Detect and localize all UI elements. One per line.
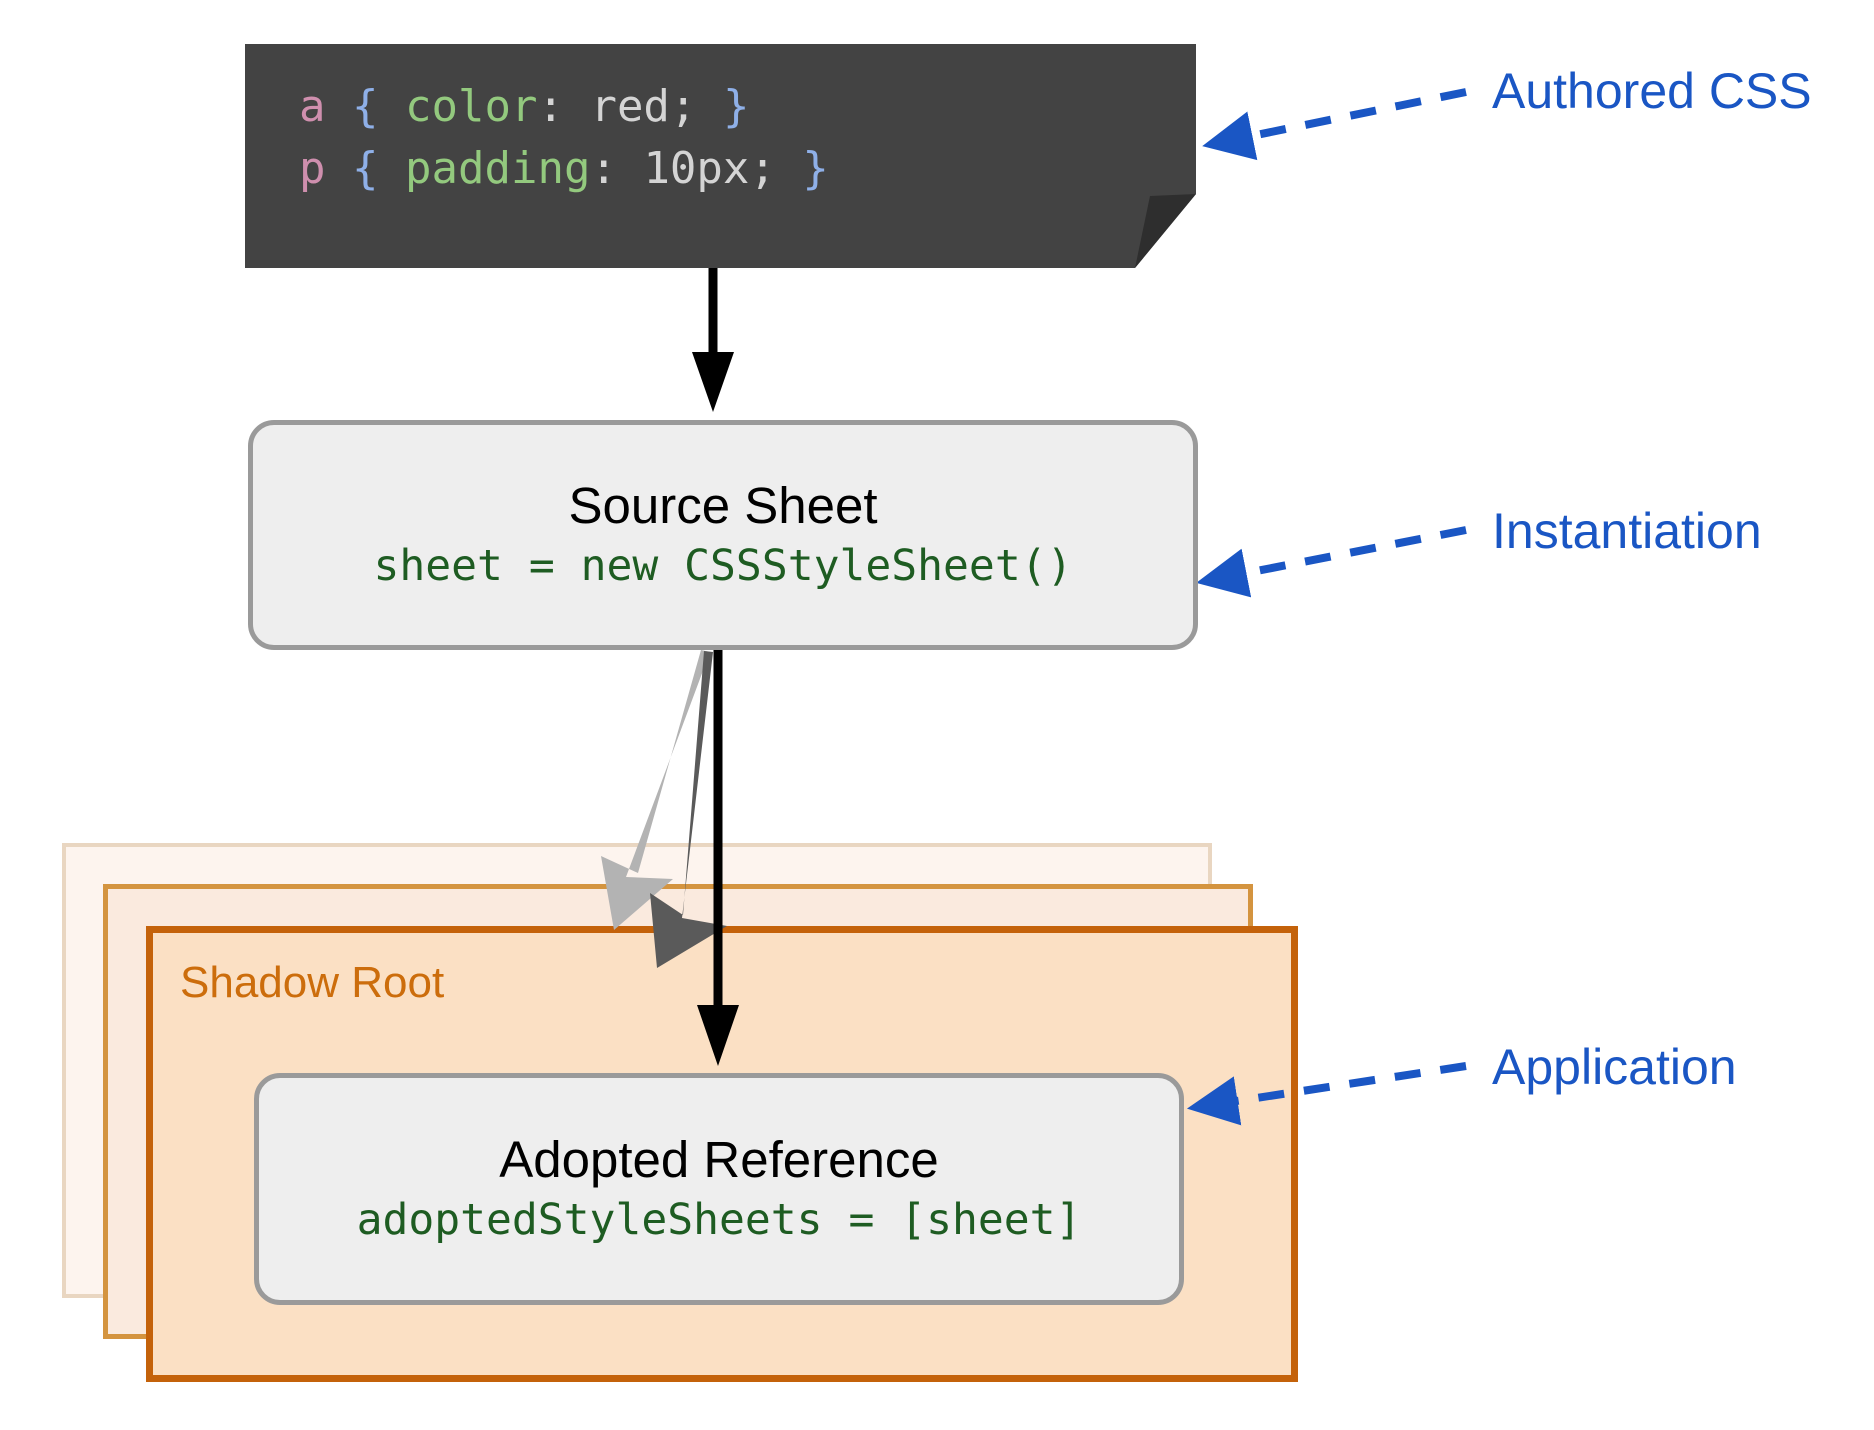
annotation-leader-instantiation bbox=[1196, 526, 1467, 598]
adopted-reference-node[interactable]: Adopted Reference adoptedStyleSheets = [… bbox=[254, 1073, 1184, 1305]
code-value: 10px bbox=[643, 143, 750, 194]
code-selector: a bbox=[299, 81, 326, 132]
code-selector: p bbox=[299, 143, 326, 194]
code-close-brace: } bbox=[722, 81, 750, 132]
source-sheet-node[interactable]: Source Sheet sheet = new CSSStyleSheet() bbox=[248, 420, 1198, 650]
code-value: red bbox=[590, 81, 670, 132]
code-open-brace: { bbox=[352, 143, 379, 194]
shadow-root-label: Shadow Root bbox=[180, 958, 445, 1007]
authored-css-code-block: a { color: red; } p { padding: 10px; } bbox=[245, 44, 1196, 268]
code-colon: : bbox=[590, 143, 617, 194]
code-line-1: a { color: red; } bbox=[299, 76, 749, 138]
code-colon: : bbox=[537, 81, 564, 132]
code-open-brace: { bbox=[352, 81, 379, 132]
code-semicolon: ; bbox=[749, 143, 776, 194]
annotation-label-authored-css: Authored CSS bbox=[1492, 63, 1812, 119]
annotation-leader-authored-css bbox=[1202, 88, 1467, 161]
adopted-reference-title: Adopted Reference bbox=[499, 1131, 939, 1189]
annotation-label-application: Application bbox=[1492, 1039, 1737, 1095]
code-close-brace: } bbox=[802, 143, 829, 194]
code-property: color bbox=[405, 81, 538, 132]
source-sheet-title: Source Sheet bbox=[568, 477, 878, 535]
code-property: padding bbox=[405, 143, 591, 194]
adopted-reference-code: adoptedStyleSheets = [sheet] bbox=[356, 1195, 1082, 1246]
code-semicolon: ; bbox=[669, 81, 697, 132]
code-block-shape bbox=[245, 44, 1196, 268]
annotation-label-instantiation: Instantiation bbox=[1492, 503, 1762, 559]
code-line-2: p { padding: 10px; } bbox=[299, 138, 829, 200]
arrow-css-to-source-sheet bbox=[692, 268, 734, 412]
source-sheet-code: sheet = new CSSStyleSheet() bbox=[373, 541, 1073, 592]
